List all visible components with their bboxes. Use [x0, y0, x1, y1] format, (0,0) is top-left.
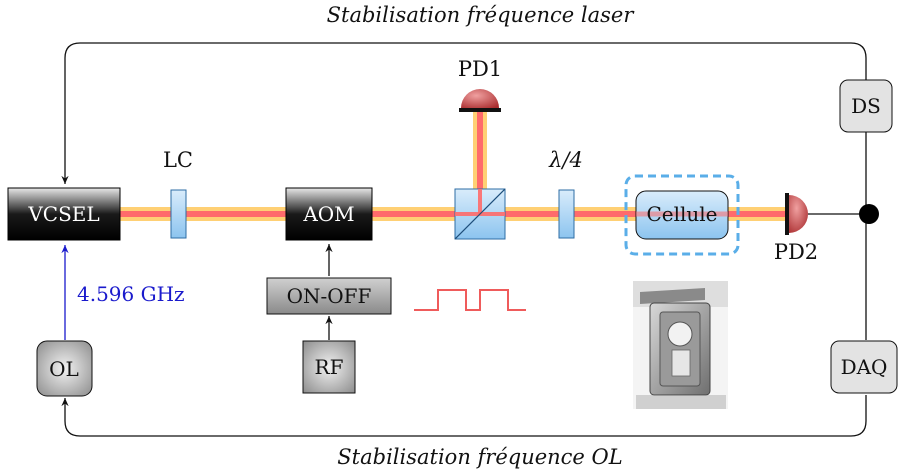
microwave-frequency-label: 4.596 GHz: [77, 282, 185, 306]
ol-box: OL: [36, 340, 93, 397]
beam-splitter-diagonal: [454, 188, 506, 240]
pd2-photodiode: [785, 193, 808, 235]
daq-box: DAQ: [830, 340, 898, 394]
laser-feedback-line: [61, 42, 867, 184]
square-wave-signal: [414, 289, 526, 311]
pd1-photodiode: [459, 89, 501, 112]
ol-loop-label: Stabilisation fréquence OL: [337, 445, 622, 469]
onoff-box: ON-OFF: [266, 277, 392, 315]
vapor-cell-photo: [633, 281, 728, 409]
daq-label: DAQ: [841, 355, 888, 379]
vcsel-label: VCSEL: [27, 202, 99, 226]
vcsel-box: VCSEL: [7, 187, 121, 241]
onoff-label: ON-OFF: [287, 284, 372, 308]
quarter-wave-label: λ/4: [548, 148, 583, 172]
quarter-wave-plate: [558, 189, 575, 239]
lc-label: LC: [163, 148, 193, 172]
cell-box: Cellule: [635, 190, 729, 240]
ds-box: DS: [839, 79, 893, 133]
aom-label: AOM: [302, 202, 354, 226]
ol-feedback-line: [61, 395, 867, 437]
laser-loop-label: Stabilisation fréquence laser: [327, 3, 636, 27]
lc-optic: [170, 189, 187, 239]
signal-junction-dot: [859, 204, 879, 224]
rf-box: RF: [302, 340, 356, 394]
aom-box: AOM: [285, 187, 373, 241]
rf-label: RF: [315, 355, 344, 379]
ol-label: OL: [49, 357, 79, 381]
ds-label: DS: [851, 94, 881, 118]
cell-dashed-outline: [624, 174, 740, 256]
pd1-label: PD1: [458, 57, 502, 81]
pd2-label: PD2: [774, 240, 818, 264]
cell-label: Cellule: [646, 202, 717, 226]
